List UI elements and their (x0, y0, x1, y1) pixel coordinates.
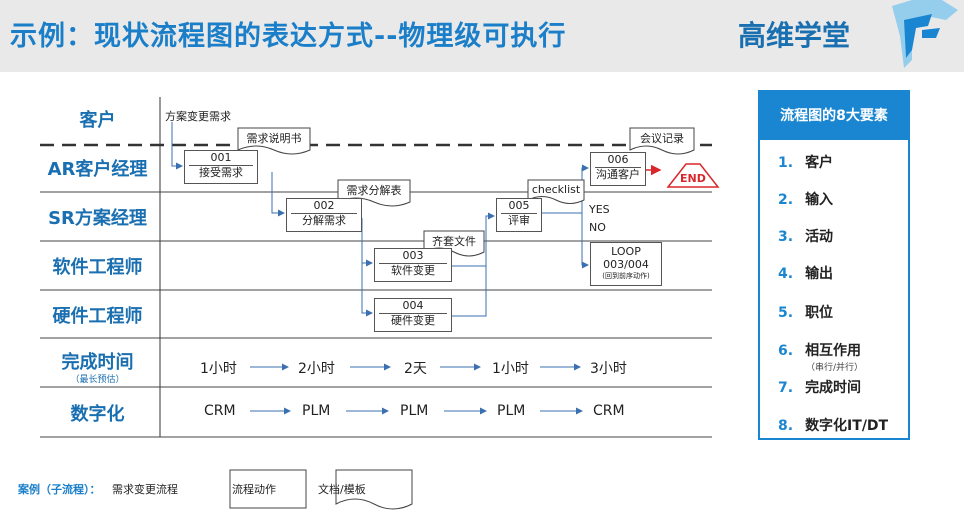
step-001-box: 001 接受需求 (184, 150, 258, 184)
brand-name: 高维学堂 (738, 19, 851, 52)
start-input-text: 方案变更需求 (165, 110, 231, 123)
brand-logo-icon (892, 0, 958, 68)
loop-line3: (回到前序动作) (602, 272, 650, 280)
step-003-box: 003 软件变更 (374, 248, 452, 282)
step-005-num: 005 (508, 199, 530, 212)
step-002-label: 分解需求 (302, 214, 346, 227)
digital-2: PLM (302, 403, 331, 419)
panel-item-4: 4.输出 (778, 266, 834, 282)
lane-sr: SR方案经理 (48, 208, 147, 229)
yes-label: YES (589, 203, 610, 216)
loop-line2: 003/004 (603, 258, 649, 271)
time-4: 1小时 (492, 361, 529, 377)
step-004-box: 004 硬件变更 (374, 298, 452, 332)
doc-breakdown: 需求分解表 (346, 184, 402, 197)
step-003-label: 软件变更 (391, 264, 435, 277)
lane-hardware: 硬件工程师 (52, 306, 143, 327)
doc-checklist: checklist (531, 183, 581, 196)
digital-1: CRM (204, 403, 236, 419)
panel-item-7: 7.完成时间 (778, 380, 862, 396)
step-002-box: 002 分解需求 (286, 198, 362, 232)
panel-item-3: 3.活动 (778, 229, 834, 245)
digital-3: PLM (400, 403, 429, 419)
case-value: 需求变更流程 (112, 483, 178, 496)
no-label: NO (589, 221, 606, 234)
lane-time: 完成时间 (61, 352, 134, 373)
step-004-num: 004 (402, 299, 424, 312)
lane-ar: AR客户经理 (47, 159, 148, 180)
doc-meeting: 会议记录 (640, 132, 684, 145)
step-006-box: 006 沟通客户 (590, 152, 646, 186)
time-2: 2小时 (298, 361, 335, 377)
digital-5: CRM (593, 403, 625, 419)
step-006-label: 沟通客户 (596, 168, 640, 181)
panel-item-5: 5.职位 (778, 305, 834, 321)
panel-item-6-sub: （串行/并行） (806, 363, 864, 373)
loop-box: LOOP 003/004 (回到前序动作) (590, 242, 662, 286)
doc-requirements: 需求说明书 (246, 132, 302, 145)
panel-item-6: 6.相互作用 (778, 343, 862, 359)
legend-action-label: 流程动作 (232, 483, 276, 496)
step-001-label: 接受需求 (199, 166, 243, 179)
step-004-label: 硬件变更 (391, 314, 435, 327)
lane-time-sub: （最长预估） (70, 375, 125, 385)
lane-software: 软件工程师 (52, 257, 143, 278)
header-bar (0, 0, 964, 72)
step-006-num: 006 (607, 153, 629, 166)
panel-item-2: 2.输入 (778, 192, 834, 208)
lane-digital: 数字化 (70, 404, 125, 425)
lane-customer: 客户 (79, 110, 116, 131)
panel-item-8: 8.数字化IT/DT (778, 418, 889, 434)
step-001-num: 001 (210, 151, 232, 164)
end-label: END (680, 172, 706, 185)
step-005-label: 评审 (508, 214, 530, 227)
time-3: 2天 (404, 361, 427, 377)
digital-4: PLM (497, 403, 526, 419)
doc-kit: 齐套文件 (432, 235, 476, 248)
panel-title: 流程图的8大要素 (760, 92, 908, 140)
time-5: 3小时 (590, 361, 627, 377)
panel-item-1: 1.客户 (778, 155, 834, 171)
loop-line1: LOOP (611, 245, 641, 258)
step-002-num: 002 (313, 199, 335, 212)
time-1: 1小时 (200, 361, 237, 377)
case-label: 案例（子流程）： (18, 483, 101, 496)
step-003-num: 003 (402, 249, 424, 262)
step-005-box: 005 评审 (496, 198, 542, 232)
legend-doc-label: 文档/模板 (318, 483, 366, 496)
page-title: 示例：现状流程图的表达方式--物理级可执行 (10, 21, 567, 52)
elements-panel: 流程图的8大要素 1.客户 2.输入 3.活动 4.输出 5.职位 6.相互作用… (758, 90, 910, 440)
